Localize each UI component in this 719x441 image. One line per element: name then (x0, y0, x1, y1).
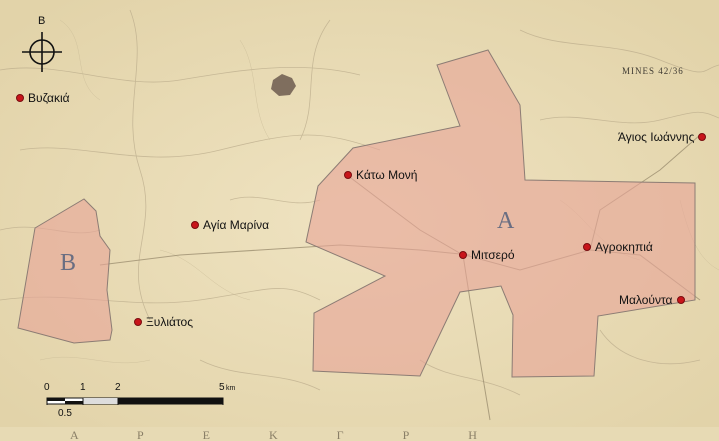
scale-subtick: 0.5 (58, 408, 72, 419)
north-arrow-icon (22, 32, 62, 72)
place-label: Αγία Μαρίνα (203, 218, 270, 232)
place-label: Μιτσερό (471, 248, 515, 262)
place-marker-icon (583, 243, 591, 251)
place-mitsero[interactable]: Μιτσερό (459, 248, 515, 262)
area-b-label: B (60, 250, 77, 276)
place-vyzakia[interactable]: Βυζακιά (16, 91, 70, 105)
area-b-polygon[interactable] (17, 198, 113, 344)
scale-tick-5: 5 (219, 382, 225, 393)
place-marker-icon (134, 318, 142, 326)
place-xyliatos[interactable]: Ξυλιάτος (134, 315, 193, 329)
place-marker-icon (676, 296, 685, 304)
place-marker-icon (459, 251, 467, 259)
place-agrokipia[interactable]: Αγροκηπιά (583, 240, 653, 254)
place-label: Αγροκηπιά (595, 240, 653, 254)
scale-bar-icon (46, 397, 224, 405)
bottom-lettering: Α Ρ Ε Κ Γ Ρ Η (70, 428, 505, 441)
place-label: Μαλούντα (619, 293, 673, 307)
place-label: Άγιος Ιωάννης (618, 130, 695, 144)
place-label: Βυζακιά (28, 91, 70, 105)
place-kato-moni[interactable]: Κάτω Μονή (344, 168, 417, 182)
place-agios-ioannis[interactable]: Άγιος Ιωάννης (618, 130, 707, 144)
scale-tick-0: 0 (44, 382, 50, 393)
area-a-polygon[interactable] (305, 49, 696, 378)
place-marker-icon (698, 133, 707, 141)
north-arrow-label: B (38, 15, 46, 27)
scale-tick-2: 2 (115, 382, 121, 393)
place-agia-marina[interactable]: Αγία Μαρίνα (191, 218, 269, 232)
scale-unit: km (226, 385, 236, 392)
place-marker-icon (191, 221, 199, 229)
reservoir-patch (271, 74, 296, 96)
place-label: Ξυλιάτος (146, 315, 193, 329)
place-marker-icon (344, 171, 352, 179)
bottom-margin (0, 427, 719, 441)
place-label: Κάτω Μονή (356, 168, 418, 182)
mine-reference-label: MINES 42/36 (622, 66, 684, 76)
place-marker-icon (16, 94, 24, 102)
scale-tick-1: 1 (80, 382, 86, 393)
area-a-label: A (497, 208, 515, 234)
place-malounta[interactable]: Μαλούντα (619, 293, 685, 307)
